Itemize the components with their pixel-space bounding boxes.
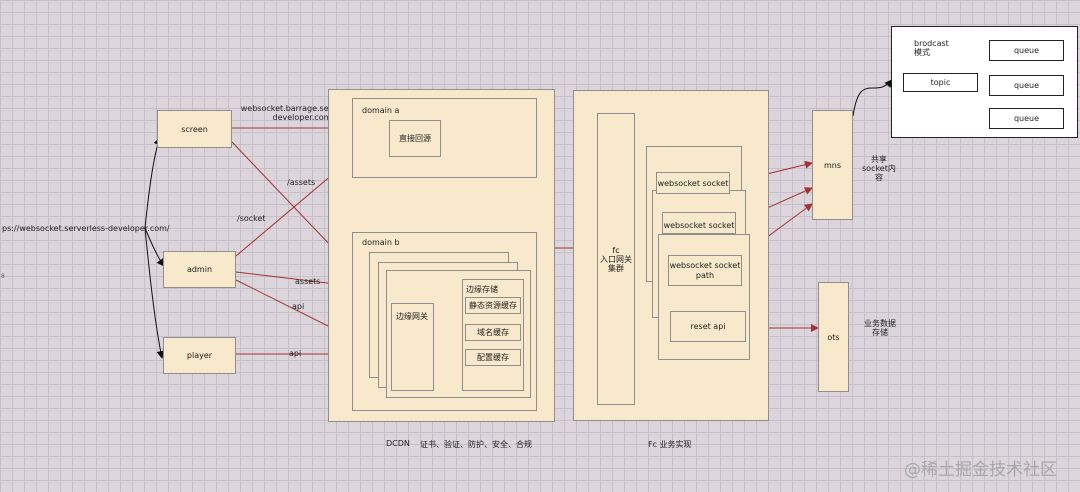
websocket-socket-2-label: websocket socket xyxy=(663,221,735,230)
ots-node[interactable]: ots xyxy=(818,282,849,392)
websocket-socket-1-label: websocket socket xyxy=(657,179,729,188)
fc-gateway-cluster[interactable]: fc 入口网关 集群 xyxy=(597,113,635,405)
edge-label-socket: /socket xyxy=(237,214,266,223)
reset-api-box[interactable]: reset api xyxy=(670,311,746,342)
queue-box-1[interactable]: queue xyxy=(989,40,1064,61)
client-url: ps://websocket.serverless-developer.com/ xyxy=(2,224,170,233)
config-cache-box[interactable]: 配置缓存 xyxy=(465,349,521,366)
edge-label-api: api xyxy=(292,302,305,311)
edge-mark: 8 xyxy=(1,273,5,280)
domain-a-box xyxy=(352,98,537,178)
edge-label-api2: api xyxy=(289,349,302,358)
dcdn-caption: DCDN xyxy=(386,439,410,448)
domain-a-label: domain a xyxy=(362,106,400,115)
fc-caption: Fc 业务实现 xyxy=(648,440,692,449)
topic-box[interactable]: topic xyxy=(903,73,978,92)
static-cache-box[interactable]: 静态资源缓存 xyxy=(465,297,521,314)
queue-box-2[interactable]: queue xyxy=(989,75,1064,96)
ots-note: 业务数据 存储 xyxy=(864,319,896,337)
dcdn-features: 证书、验证、防护、安全、合规 xyxy=(420,440,532,449)
watermark: @稀土掘金技术社区 xyxy=(904,460,1057,480)
edge-label-screen-ws: websocket.barrage.serverless-developer.c… xyxy=(240,104,364,122)
domain-cache-box[interactable]: 域名缓存 xyxy=(465,324,521,341)
edge-gateway-label: 边缘网关 xyxy=(396,312,428,321)
edge-gateway-box[interactable] xyxy=(391,303,434,391)
edge-storage-label: 边缘存储 xyxy=(466,285,498,294)
queue-box-3[interactable]: queue xyxy=(989,108,1064,129)
player-node[interactable]: player xyxy=(163,337,236,374)
broadcast-title: brodcast 模式 xyxy=(914,39,949,57)
websocket-socket-2[interactable]: websocket socket xyxy=(662,212,736,234)
domain-b-label: domain b xyxy=(362,238,400,247)
edge-label-assets2: assets xyxy=(295,277,321,286)
mns-node[interactable]: mns xyxy=(812,110,853,220)
websocket-socket-1[interactable]: websocket socket xyxy=(656,172,730,194)
admin-node[interactable]: admin xyxy=(163,251,236,288)
edge-label-assets: /assets xyxy=(287,178,316,187)
origin-box[interactable]: 直接回源 xyxy=(389,120,441,157)
screen-node[interactable]: screen xyxy=(157,110,232,148)
websocket-socket-path[interactable]: websocket socket path xyxy=(668,255,742,286)
mns-note: 共享 socket内 容 xyxy=(862,155,896,182)
